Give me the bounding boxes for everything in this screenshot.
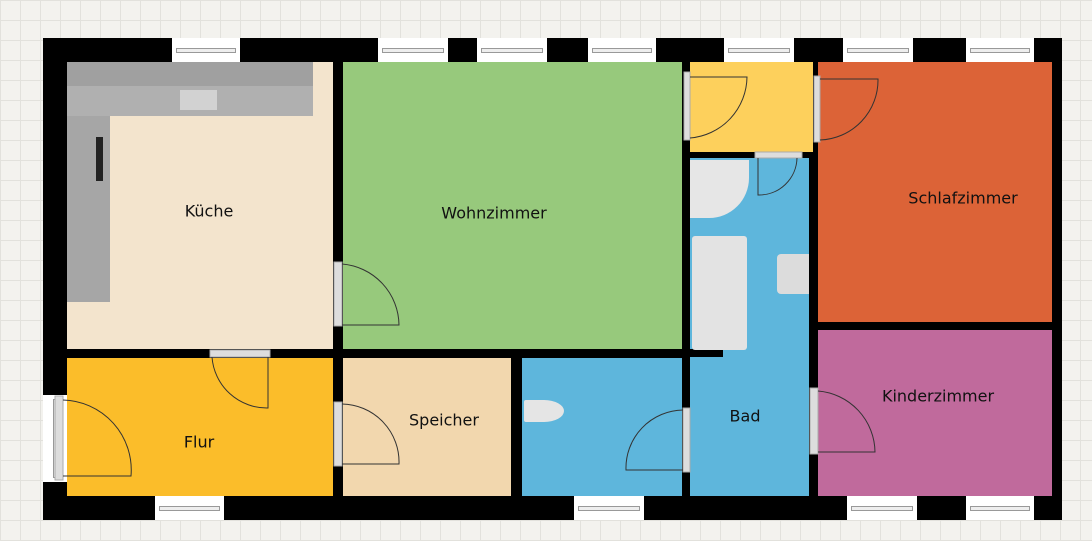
kitchen-counter-icon bbox=[67, 62, 313, 86]
door-icon[interactable] bbox=[813, 75, 879, 143]
window-icon bbox=[574, 496, 644, 520]
door-icon[interactable] bbox=[754, 151, 803, 196]
room-label-wohnzimmer: Wohnzimmer bbox=[441, 203, 547, 223]
window-icon bbox=[843, 38, 913, 62]
sink-icon bbox=[777, 254, 809, 294]
room-label-bad: Bad bbox=[729, 406, 761, 426]
door-icon[interactable] bbox=[683, 71, 748, 141]
door-icon[interactable] bbox=[333, 261, 400, 327]
window-icon bbox=[588, 38, 656, 62]
room-label-kinderzimmer: Kinderzimmer bbox=[881, 386, 995, 406]
window-icon bbox=[724, 38, 794, 62]
stove-icon bbox=[96, 137, 103, 181]
room-speicher[interactable] bbox=[343, 358, 511, 496]
window-icon bbox=[378, 38, 448, 62]
room-label-speicher: Speicher bbox=[409, 410, 479, 430]
window-icon bbox=[966, 496, 1034, 520]
door-icon[interactable] bbox=[54, 395, 132, 481]
room-wohnzimmer[interactable] bbox=[343, 62, 682, 349]
toilet-icon bbox=[524, 400, 564, 422]
room-label-schlafzimmer: Schlafzimmer bbox=[908, 188, 1018, 208]
window-icon bbox=[477, 38, 547, 62]
room-schlafzimmer[interactable] bbox=[818, 62, 1052, 322]
window-icon bbox=[966, 38, 1034, 62]
room-wc[interactable] bbox=[522, 358, 682, 496]
room-kinderzimmer[interactable] bbox=[818, 330, 1052, 496]
room-label-flur: Flur bbox=[183, 432, 215, 452]
bathtub-icon bbox=[692, 236, 747, 350]
window-icon bbox=[847, 496, 917, 520]
room-flur[interactable] bbox=[67, 358, 333, 496]
sink-icon bbox=[180, 90, 217, 110]
door-icon[interactable] bbox=[809, 387, 876, 455]
door-icon[interactable] bbox=[333, 401, 400, 467]
window-icon bbox=[172, 38, 240, 62]
window-icon bbox=[155, 496, 224, 520]
inner-wall bbox=[682, 349, 723, 357]
door-icon[interactable] bbox=[625, 407, 691, 473]
room-label-kueche: Küche bbox=[184, 201, 234, 221]
door-icon[interactable] bbox=[209, 349, 271, 409]
